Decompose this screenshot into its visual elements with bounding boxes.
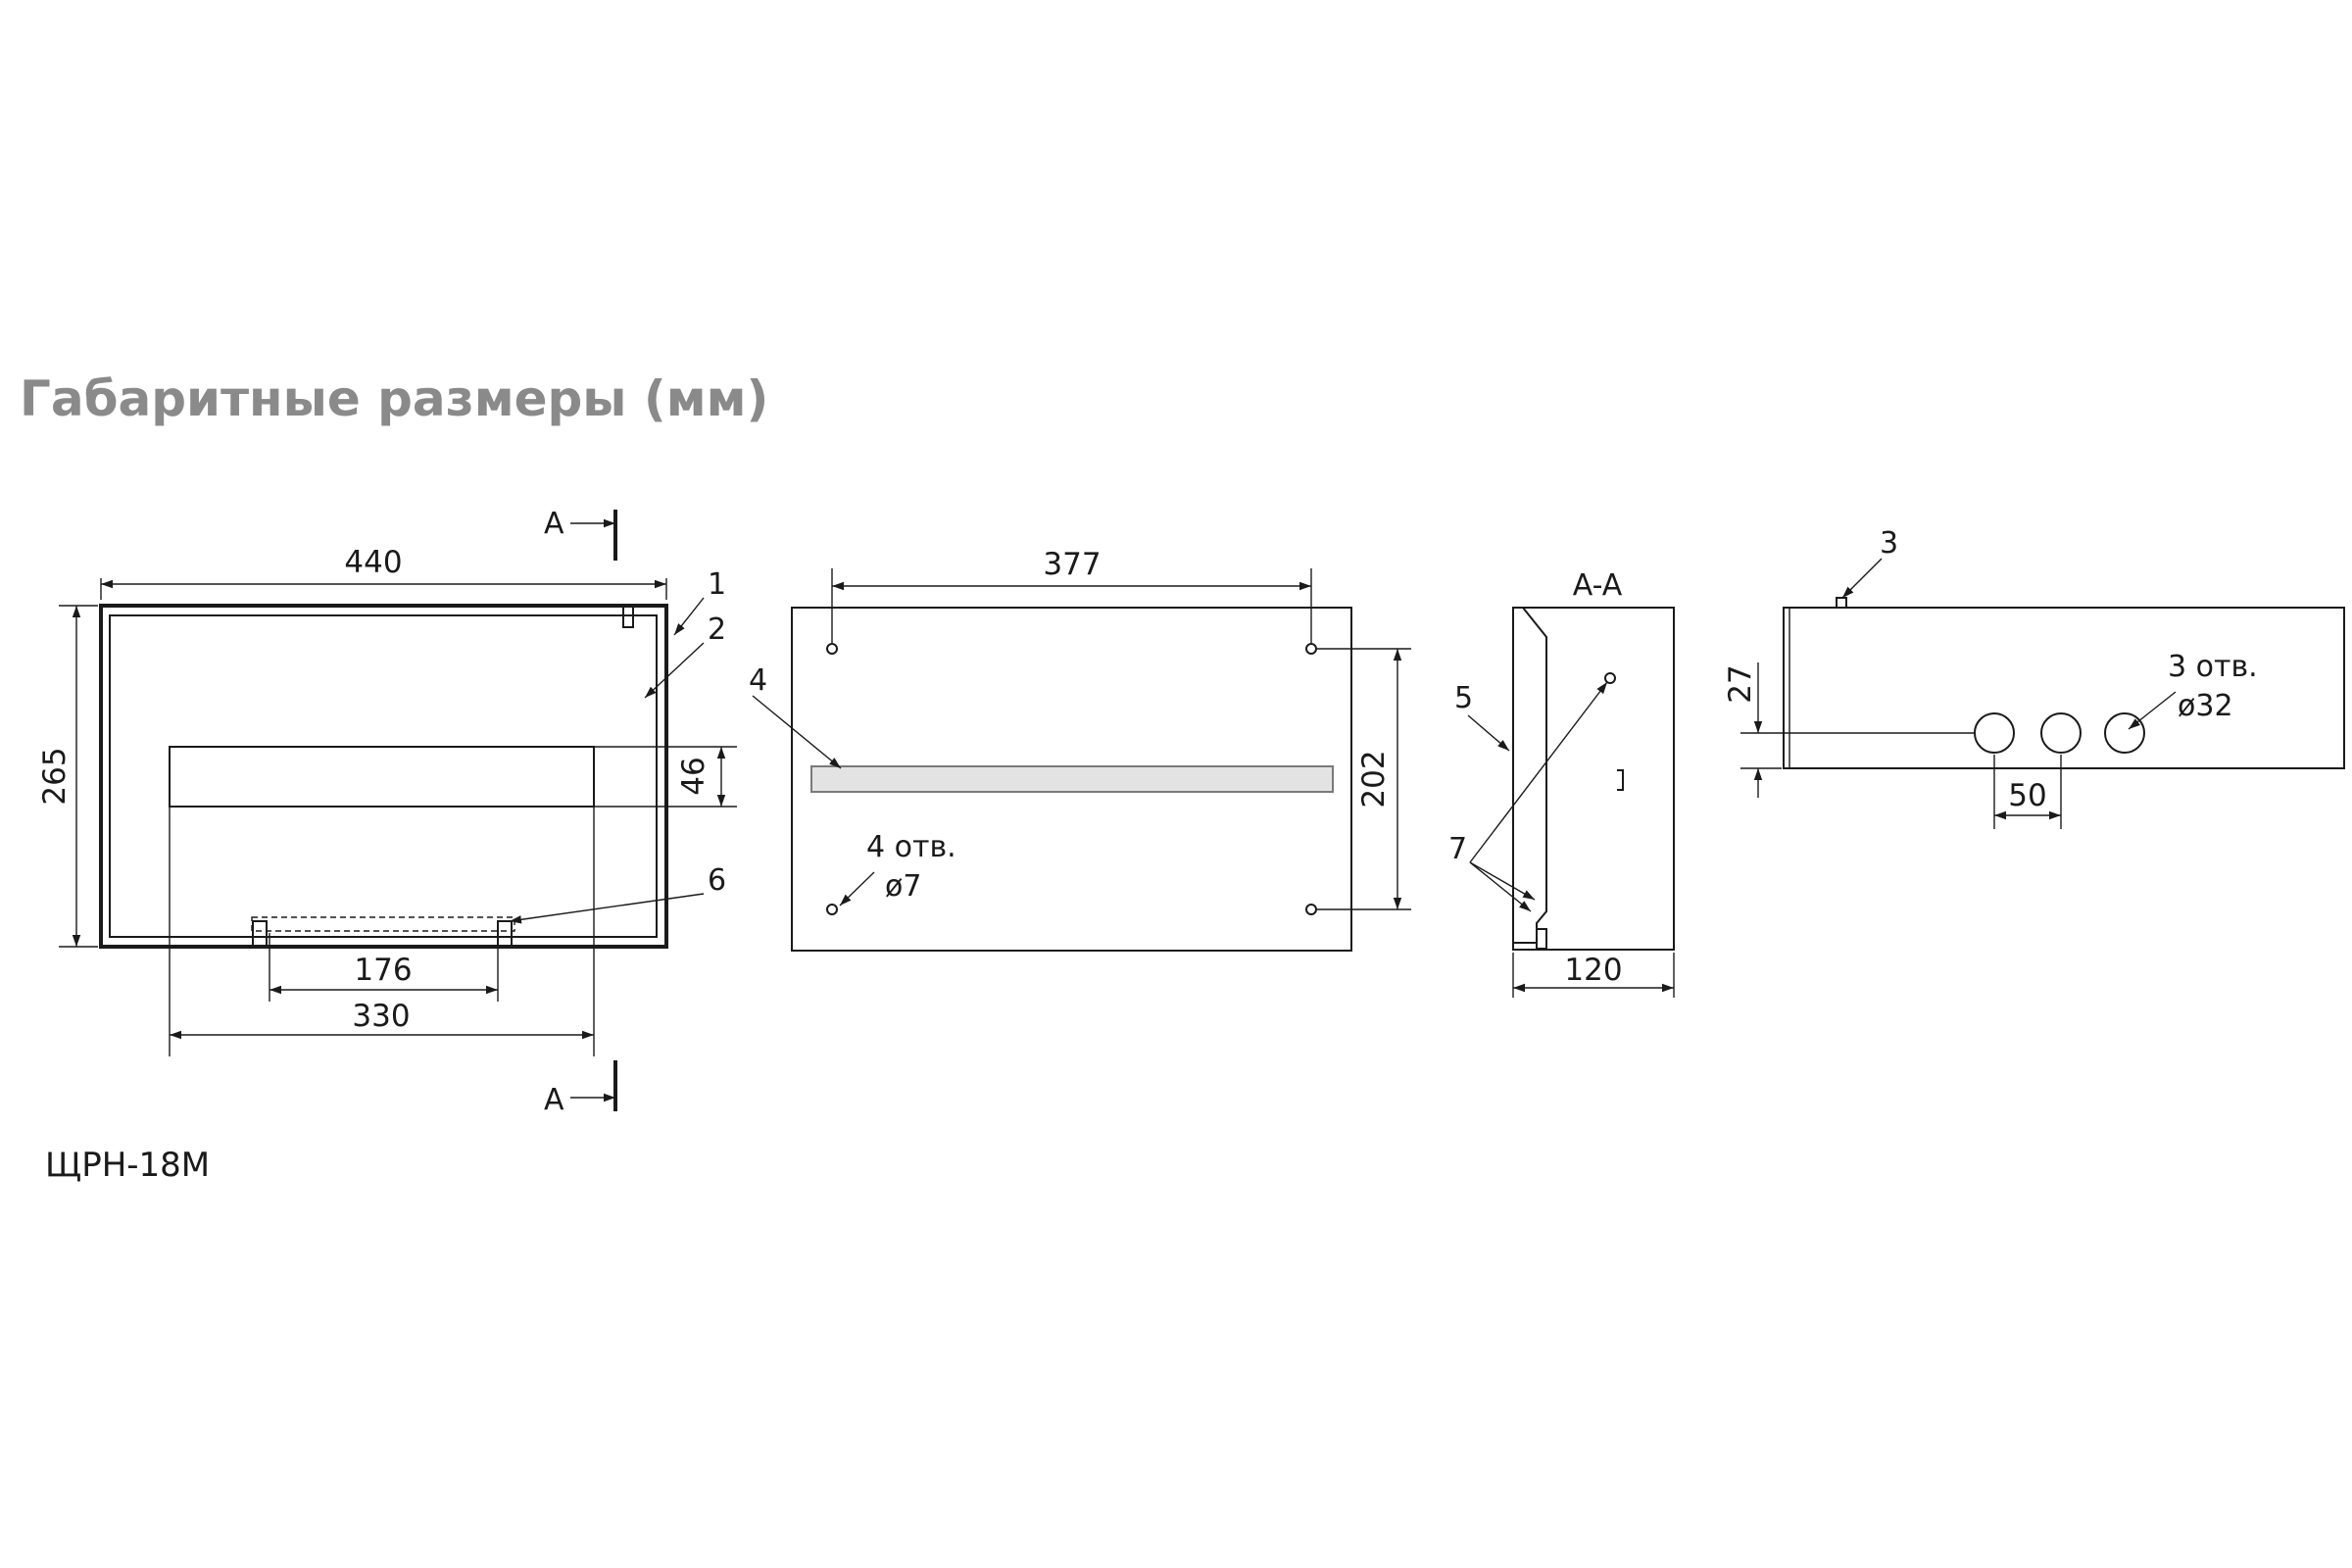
callout-1: 1 <box>708 567 726 602</box>
section-rail-clip <box>1617 769 1624 791</box>
callout-7: 7 <box>1448 832 1467 866</box>
dim-offset: 27 <box>1723 664 1758 703</box>
hinge-rail <box>251 916 515 932</box>
mount-hole-bottom-left <box>826 904 838 915</box>
dim-hole-spacing-h: 377 <box>1043 547 1101 582</box>
lock-icon <box>622 605 634 628</box>
din-rail <box>810 765 1334 793</box>
knockout-count: 3 отв. <box>2168 650 2258 684</box>
section-mount-hole <box>1604 672 1616 684</box>
section-view: A-A 120 5 7 <box>1448 568 1675 998</box>
callout-5: 5 <box>1454 681 1473 715</box>
section-mark-bottom: A <box>544 1083 564 1117</box>
holes-count: 4 отв. <box>866 830 956 864</box>
back-body-outline <box>791 607 1352 952</box>
dim-rail-span: 176 <box>354 953 412 988</box>
side-body-outline <box>1783 607 2345 769</box>
section-body-outline <box>1512 607 1675 951</box>
front-breaker-window <box>169 746 595 808</box>
section-door-profile <box>1513 607 1547 944</box>
front-door-inner-outline <box>109 614 658 938</box>
section-label: A-A <box>1573 568 1623 603</box>
section-bottom-foot <box>1536 928 1547 950</box>
dim-depth: 120 <box>1564 953 1622 988</box>
dim-hole-spacing-v: 202 <box>1356 750 1392 808</box>
callout-2: 2 <box>708 612 726 647</box>
front-view: 440 265 46 176 330 A A 1 2 6 <box>37 507 737 1117</box>
dim-width: 440 <box>344 545 402 580</box>
callout-4: 4 <box>749 663 767 698</box>
knockout-hole-1 <box>1974 712 2015 754</box>
mount-hole-bottom-right <box>1305 904 1317 915</box>
callout-6: 6 <box>708 863 726 898</box>
mount-hole-top-left <box>826 643 838 655</box>
side-view: 27 50 3 отв. ø32 3 <box>1723 526 2345 829</box>
dim-height: 265 <box>37 747 73 805</box>
mount-hole-top-right <box>1305 643 1317 655</box>
side-screw-mark <box>1836 597 1847 608</box>
callout-3: 3 <box>1880 526 1898 561</box>
dim-hole-pitch: 50 <box>2008 778 2046 813</box>
dim-window-height: 46 <box>676 757 711 795</box>
back-view: 377 202 4 4 отв. ø7 <box>749 547 1411 952</box>
dim-window-span: 330 <box>352 999 410 1034</box>
page-title: Габаритные размеры (мм) <box>20 370 768 427</box>
knockout-diameter: ø32 <box>2178 689 2233 723</box>
front-body-outline <box>99 604 668 949</box>
knockout-hole-3 <box>2104 712 2145 754</box>
model-name: ЩРН-18М <box>45 1146 210 1185</box>
hinge-left <box>252 920 268 948</box>
section-mark-top: A <box>544 507 564 541</box>
holes-diameter: ø7 <box>885 869 921 904</box>
hinge-right <box>497 920 513 948</box>
knockout-hole-2 <box>2040 712 2082 754</box>
